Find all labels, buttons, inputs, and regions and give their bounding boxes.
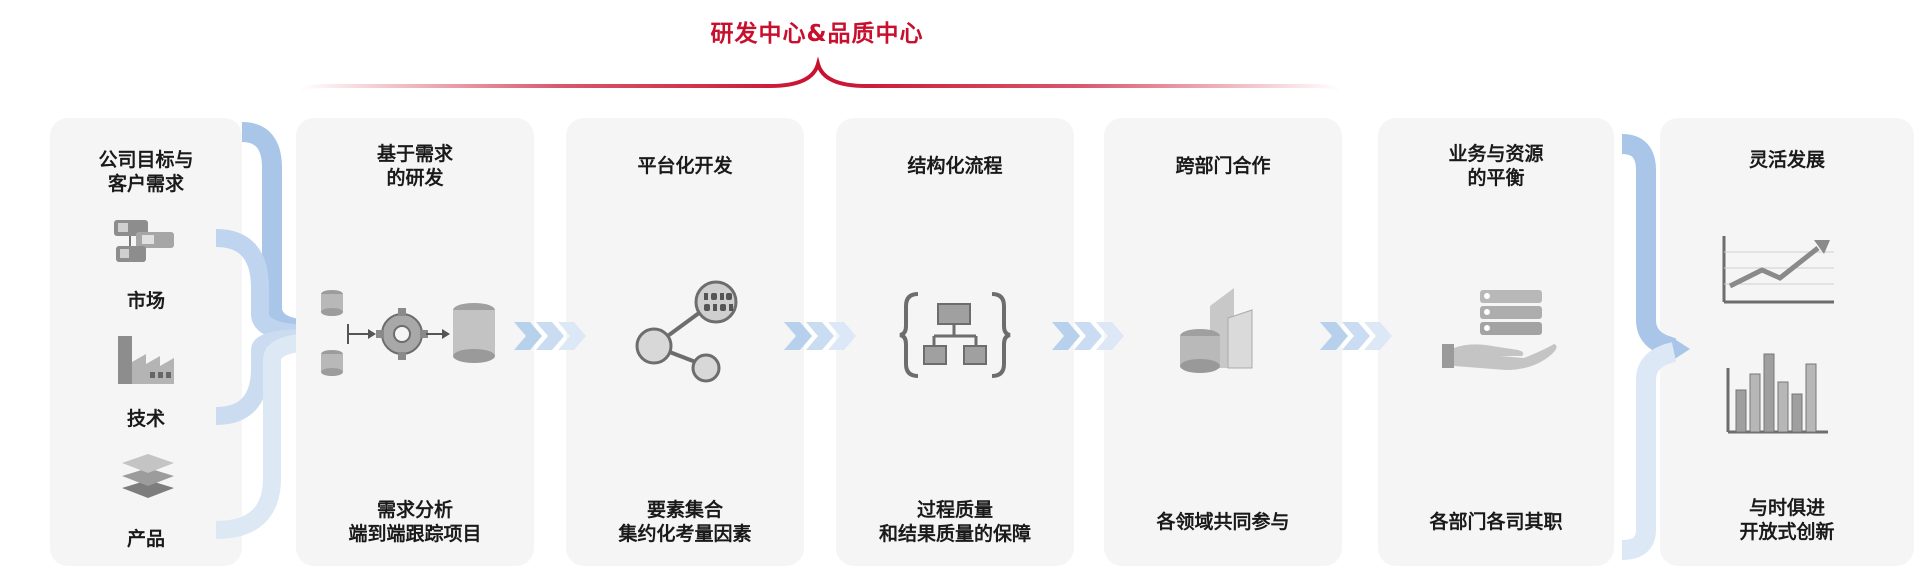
panel-business-resource: 业务与资源 的平衡 各部门各司其职 bbox=[1378, 118, 1614, 566]
panel-title: 平台化开发 bbox=[637, 155, 733, 177]
technology-label: 技术 bbox=[126, 408, 165, 430]
hierarchy-braces-icon bbox=[899, 292, 1011, 378]
panel-title: 结构化流程 bbox=[907, 155, 1003, 177]
chevron-arrow-icon bbox=[1052, 322, 1124, 350]
chevron-arrow-icon bbox=[514, 322, 586, 350]
hand-servers-icon bbox=[1442, 290, 1557, 370]
panel-title: 业务与资源 的平衡 bbox=[1448, 143, 1544, 189]
panel-bottom-text: 需求分析 端到端跟踪项目 bbox=[348, 499, 482, 545]
panel-title: 跨部门合作 bbox=[1175, 155, 1271, 177]
output-arrows bbox=[1621, 134, 1690, 560]
market-devices-icon bbox=[114, 220, 174, 262]
panel-structured-process: 结构化流程 过程质量 和结果质量的保障 bbox=[836, 118, 1074, 566]
factory-icon bbox=[118, 336, 174, 384]
bar-chart-icon bbox=[1726, 353, 1828, 434]
gear-database-icon bbox=[321, 290, 495, 376]
buildings-database-icon bbox=[1180, 288, 1253, 373]
market-label: 市场 bbox=[126, 290, 165, 312]
line-chart-icon bbox=[1722, 236, 1834, 304]
panel-title: 灵活发展 bbox=[1748, 149, 1825, 171]
panel-bottom-text: 过程质量 和结果质量的保障 bbox=[878, 499, 1031, 545]
top-brace bbox=[298, 56, 1342, 93]
chevron-arrow-icon bbox=[1320, 322, 1392, 350]
panel-bottom-text: 与时俱进 开放式创新 bbox=[1739, 497, 1835, 543]
panel-flexible-development: 灵活发展 与时俱进 开放式创新 bbox=[1660, 118, 1914, 566]
panel-title: 基于需求 的研发 bbox=[376, 143, 453, 189]
top-label: 研发中心&品质中心 bbox=[710, 21, 924, 47]
panel-platform-dev: 平台化开发 要素集合 集约化考量因素 bbox=[566, 118, 804, 566]
product-label: 产品 bbox=[126, 528, 165, 550]
left-panel-title: 公司目标与 客户需求 bbox=[98, 149, 194, 195]
share-binary-icon bbox=[635, 280, 738, 383]
panel-bottom-text: 各领域共同参与 bbox=[1156, 511, 1290, 533]
layers-icon bbox=[122, 454, 174, 498]
panel-bottom-text: 各部门各司其职 bbox=[1429, 511, 1563, 533]
input-arrows bbox=[215, 122, 311, 539]
chevron-arrow-icon bbox=[784, 322, 856, 350]
left-panel: 公司目标与 客户需求 市场 技术 产品 bbox=[50, 118, 242, 566]
panel-bottom-text: 要素集合 集约化考量因素 bbox=[618, 499, 752, 545]
